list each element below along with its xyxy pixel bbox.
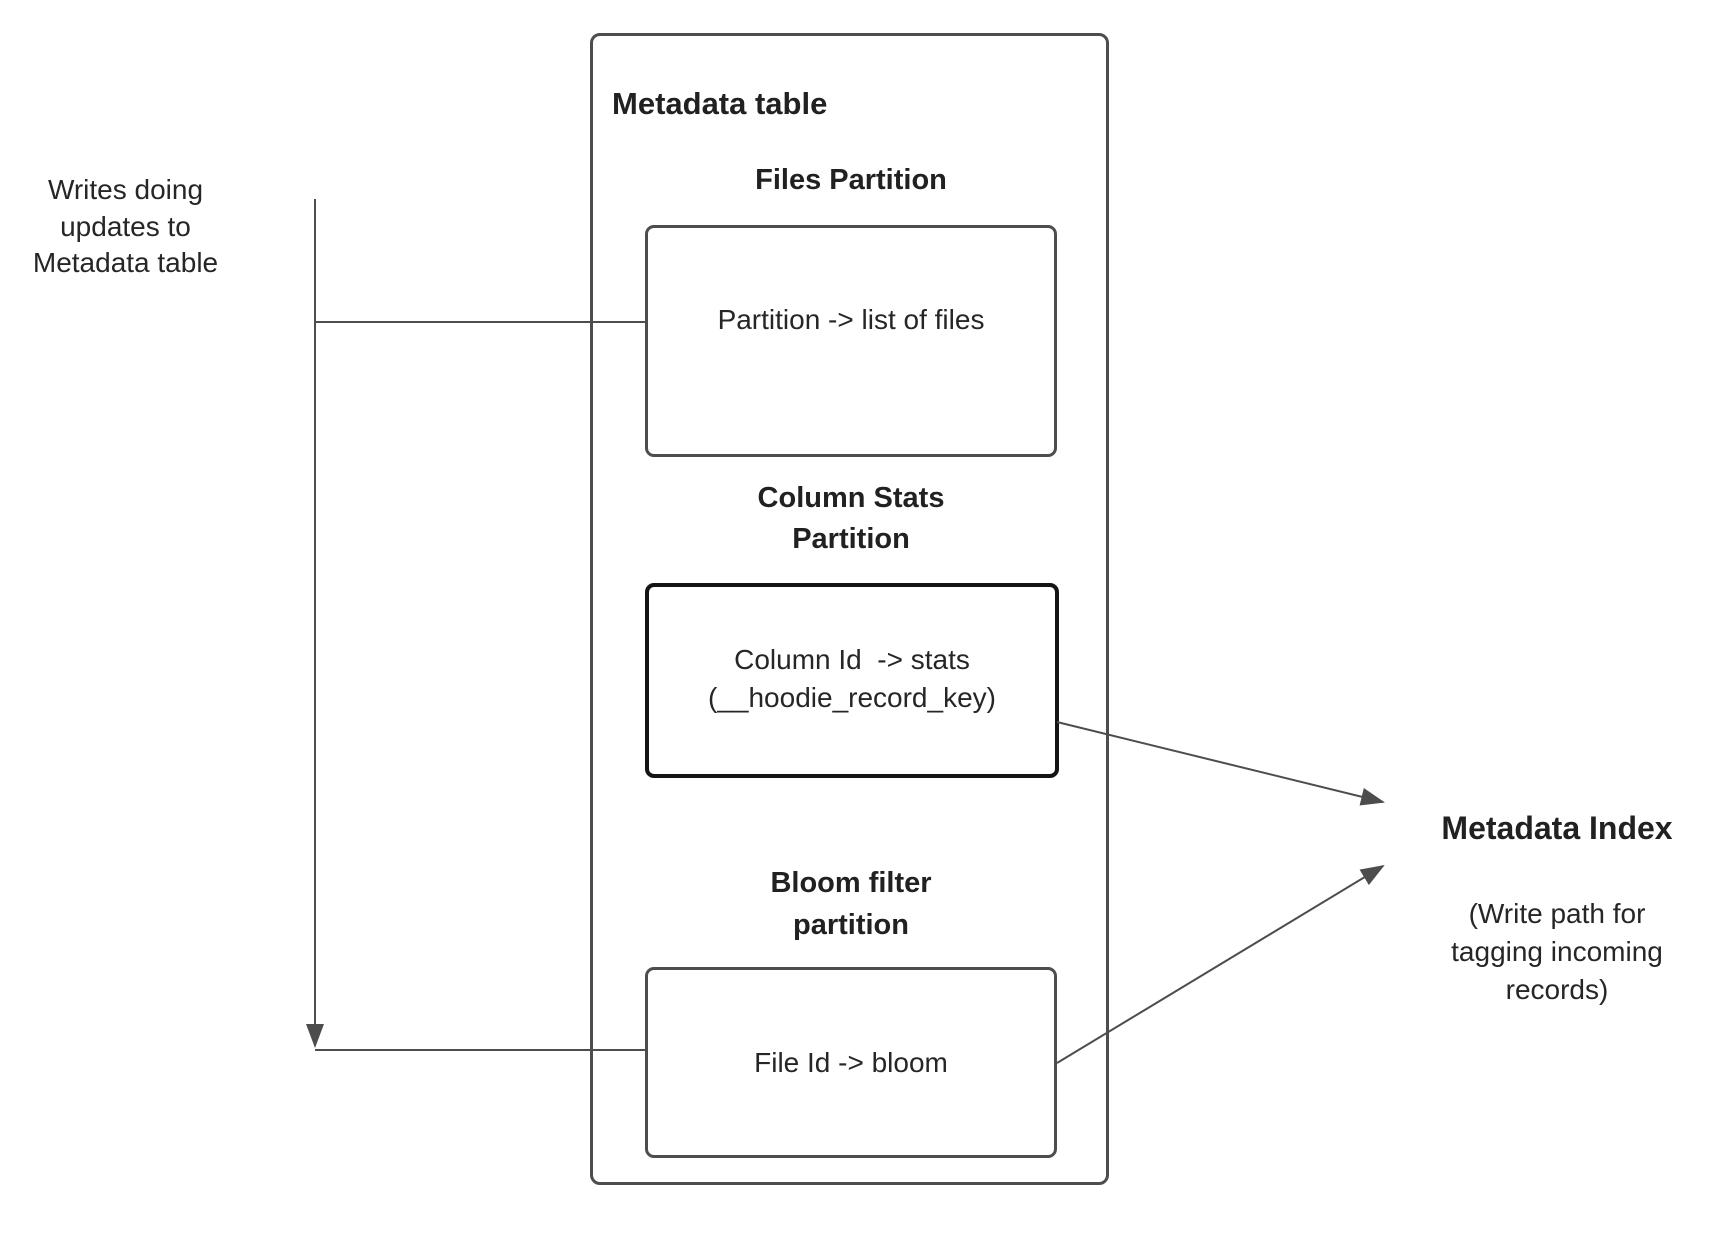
writes-note: Writes doing updates to Metadata table — [18, 172, 233, 282]
files-partition-heading: Files Partition — [755, 164, 947, 196]
files-partition-content: Partition -> list of files — [717, 304, 985, 335]
writes-note-line: Writes doing — [47, 174, 204, 205]
bloom-filter-partition-box: File Id -> bloom — [645, 967, 1057, 1158]
column-stats-content-line1: Column Id -> stats — [734, 643, 970, 675]
writes-note-line: updates to — [60, 210, 191, 242]
metadata-table-title: Metadata table — [612, 86, 828, 121]
column-stats-content-line2: (__hoodie_record_key) — [708, 681, 996, 713]
metadata-index-subtitle-line: (Write path for — [1468, 898, 1646, 929]
column-stats-partition-box: Column Id -> stats (__hoodie_record_key) — [645, 583, 1059, 778]
metadata-index-subtitle-line: tagging incoming — [1451, 936, 1663, 967]
metadata-index-subtitle-line: records) — [1505, 974, 1609, 1005]
files-partition-box: Partition -> list of files — [645, 225, 1057, 457]
metadata-table-box — [590, 33, 1109, 1185]
column-stats-partition-heading: Column Stats Partition — [757, 482, 945, 555]
metadata-index-title: Metadata Index — [1441, 810, 1673, 846]
writes-note-line: Metadata table — [32, 247, 219, 278]
bloom-filter-partition-heading: Bloom filter partition — [770, 867, 932, 941]
bloom-filter-content: File Id -> bloom — [754, 1046, 948, 1078]
metadata-index-subtitle: (Write path for tagging incoming records… — [1407, 895, 1707, 1009]
